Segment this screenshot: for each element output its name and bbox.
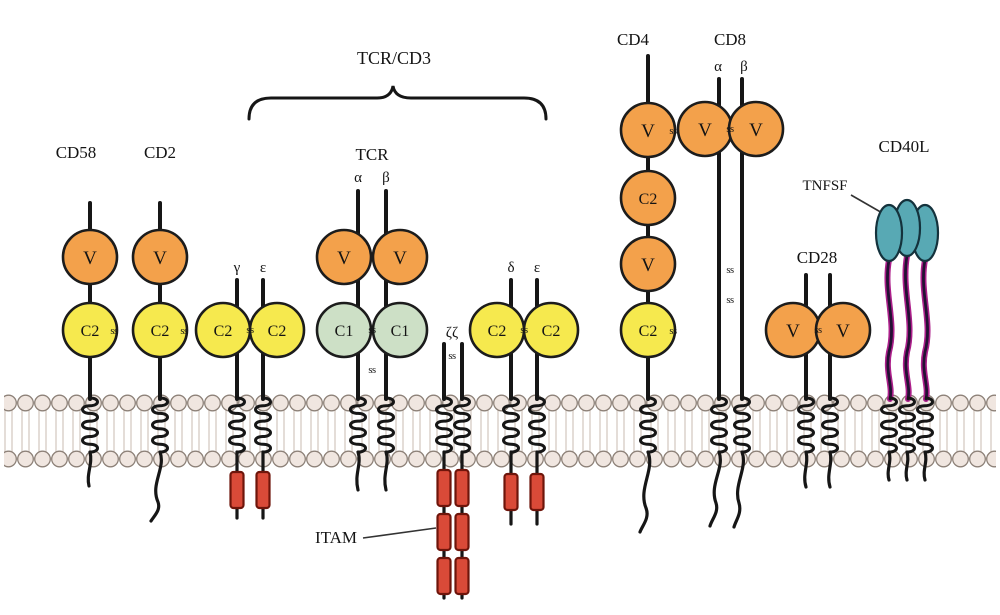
disulfide-ss-mark: ss bbox=[520, 325, 528, 336]
protein-label-cd4: CD4 bbox=[617, 30, 650, 49]
domain-letter: V bbox=[641, 121, 655, 142]
disulfide-ss-mark: ss bbox=[368, 365, 376, 376]
cytoplasmic-tail bbox=[922, 450, 928, 482]
overbrace bbox=[247, 85, 548, 121]
protein-cd8: CD8 α β V V ss ss ss bbox=[676, 30, 785, 529]
itam-box bbox=[503, 472, 519, 512]
itam-box bbox=[436, 512, 452, 552]
disulfide-ss-mark: ss bbox=[726, 295, 734, 306]
domain-letter: C2 bbox=[639, 191, 658, 208]
chain-label-zeta-pair: ζζ bbox=[446, 325, 458, 341]
domain-letter: V bbox=[641, 255, 655, 276]
chain-label-beta: β bbox=[382, 170, 390, 186]
domain-letter: C1 bbox=[335, 323, 354, 340]
protein-label-cd8: CD8 bbox=[714, 30, 746, 49]
itam-box bbox=[454, 468, 470, 508]
complex-label-tcr-cd3: TCR/CD3 bbox=[357, 48, 431, 68]
protein-label-cd28: CD28 bbox=[797, 248, 838, 267]
cytoplasmic-tail bbox=[732, 450, 745, 529]
protein-cd28: CD28 V V ss bbox=[764, 248, 872, 489]
cytoplasmic-tail bbox=[904, 450, 910, 482]
cytoplasmic-tail bbox=[86, 450, 93, 488]
itam-box bbox=[229, 470, 245, 510]
disulfide-ss-mark: ss bbox=[368, 325, 376, 336]
chain-label-gamma: γ bbox=[233, 260, 241, 276]
protein-label-cd58: CD58 bbox=[56, 143, 97, 162]
domain-letter: V bbox=[749, 120, 763, 141]
domain-letter: V bbox=[153, 248, 167, 269]
domain-letter: C1 bbox=[391, 323, 410, 340]
cd3-gamma-epsilon-chains: γ ε C2 C2 ss bbox=[194, 260, 306, 520]
itam-box bbox=[454, 556, 470, 596]
domain-letter: C2 bbox=[542, 323, 561, 340]
disulfide-ss-mark: ss bbox=[726, 265, 734, 276]
disulfide-ss-mark: ss bbox=[814, 325, 822, 336]
domain-letter: C2 bbox=[151, 323, 170, 340]
itam-box bbox=[454, 512, 470, 552]
itam-box bbox=[529, 472, 545, 512]
chain-label-alpha: α bbox=[714, 59, 722, 75]
domain-letter: C2 bbox=[214, 323, 233, 340]
itam-box bbox=[255, 470, 271, 510]
domain-letter: V bbox=[393, 248, 407, 269]
protein-cd40l: CD40L TNFSF bbox=[802, 137, 940, 482]
plasma-membrane-bilayer bbox=[4, 394, 996, 468]
disulfide-ss-mark: ss bbox=[110, 326, 118, 337]
cytoplasmic-tail bbox=[886, 450, 892, 482]
cytoplasmic-tail bbox=[383, 450, 389, 492]
disulfide-ss-mark: ss bbox=[246, 325, 254, 336]
tnf-trimer-lobe bbox=[874, 203, 904, 263]
disulfide-ss-mark: ss bbox=[669, 126, 677, 137]
chain-label-epsilon: ε bbox=[534, 260, 540, 276]
protein-label-tcr: TCR bbox=[355, 145, 389, 164]
domain-letter: V bbox=[836, 321, 850, 342]
domain-letter: C2 bbox=[268, 323, 287, 340]
chain-label-epsilon: ε bbox=[260, 260, 266, 276]
chain-label-beta: β bbox=[740, 59, 748, 75]
protein-label-cd2: CD2 bbox=[144, 143, 176, 162]
itam-callout: ITAM bbox=[315, 527, 437, 547]
chain-label-delta: δ bbox=[507, 260, 514, 276]
disulfide-ss-mark: ss bbox=[448, 351, 456, 362]
cytoplasmic-tail bbox=[149, 450, 163, 523]
domain-letter: V bbox=[786, 321, 800, 342]
disulfide-ss-mark: ss bbox=[669, 326, 677, 337]
domain-letter: C2 bbox=[488, 323, 507, 340]
extracellular-stalk bbox=[904, 254, 911, 401]
domain-letter: V bbox=[83, 248, 97, 269]
cytoplasmic-tail bbox=[708, 450, 722, 528]
itam-pointer-line bbox=[362, 527, 437, 539]
cytoplasmic-tail bbox=[803, 450, 809, 489]
itam-box bbox=[436, 556, 452, 596]
extracellular-stalk bbox=[922, 258, 929, 401]
protein-cd4: CD4 V C2 V C2 ss ss bbox=[617, 30, 677, 534]
cytoplasmic-tail bbox=[827, 450, 833, 489]
domain-letter: C2 bbox=[81, 323, 100, 340]
protein-cd2: CD2 V C2 ss bbox=[131, 143, 188, 523]
cytoplasmic-tail bbox=[355, 450, 361, 492]
cd3-zeta-zeta-chains: ζζ ss bbox=[435, 325, 471, 600]
tcr-alpha-beta-chains: TCR α β V V C1 C1 ss ss bbox=[315, 145, 429, 492]
protein-cd58: CD58 V C2 ss bbox=[56, 143, 118, 488]
extracellular-stalk bbox=[886, 258, 893, 401]
protein-label-cd40l: CD40L bbox=[879, 137, 930, 156]
cd3-delta-epsilon-chains: δ ε C2 C2 ss bbox=[468, 260, 580, 526]
itam-box bbox=[436, 468, 452, 508]
domain-letter: C2 bbox=[639, 323, 658, 340]
chain-label-alpha: α bbox=[354, 170, 362, 186]
domain-letter: V bbox=[698, 120, 712, 141]
family-label-tnfsf: TNFSF bbox=[802, 178, 847, 194]
itam-label: ITAM bbox=[315, 528, 357, 547]
tcr-cd3-complex-bracket: TCR/CD3 bbox=[247, 48, 548, 121]
tnfsf-pointer-line bbox=[850, 194, 885, 215]
disulfide-ss-mark: ss bbox=[726, 124, 734, 135]
disulfide-ss-mark: ss bbox=[180, 326, 188, 337]
domain-letter: V bbox=[337, 248, 351, 269]
cytoplasmic-tail bbox=[638, 450, 652, 534]
